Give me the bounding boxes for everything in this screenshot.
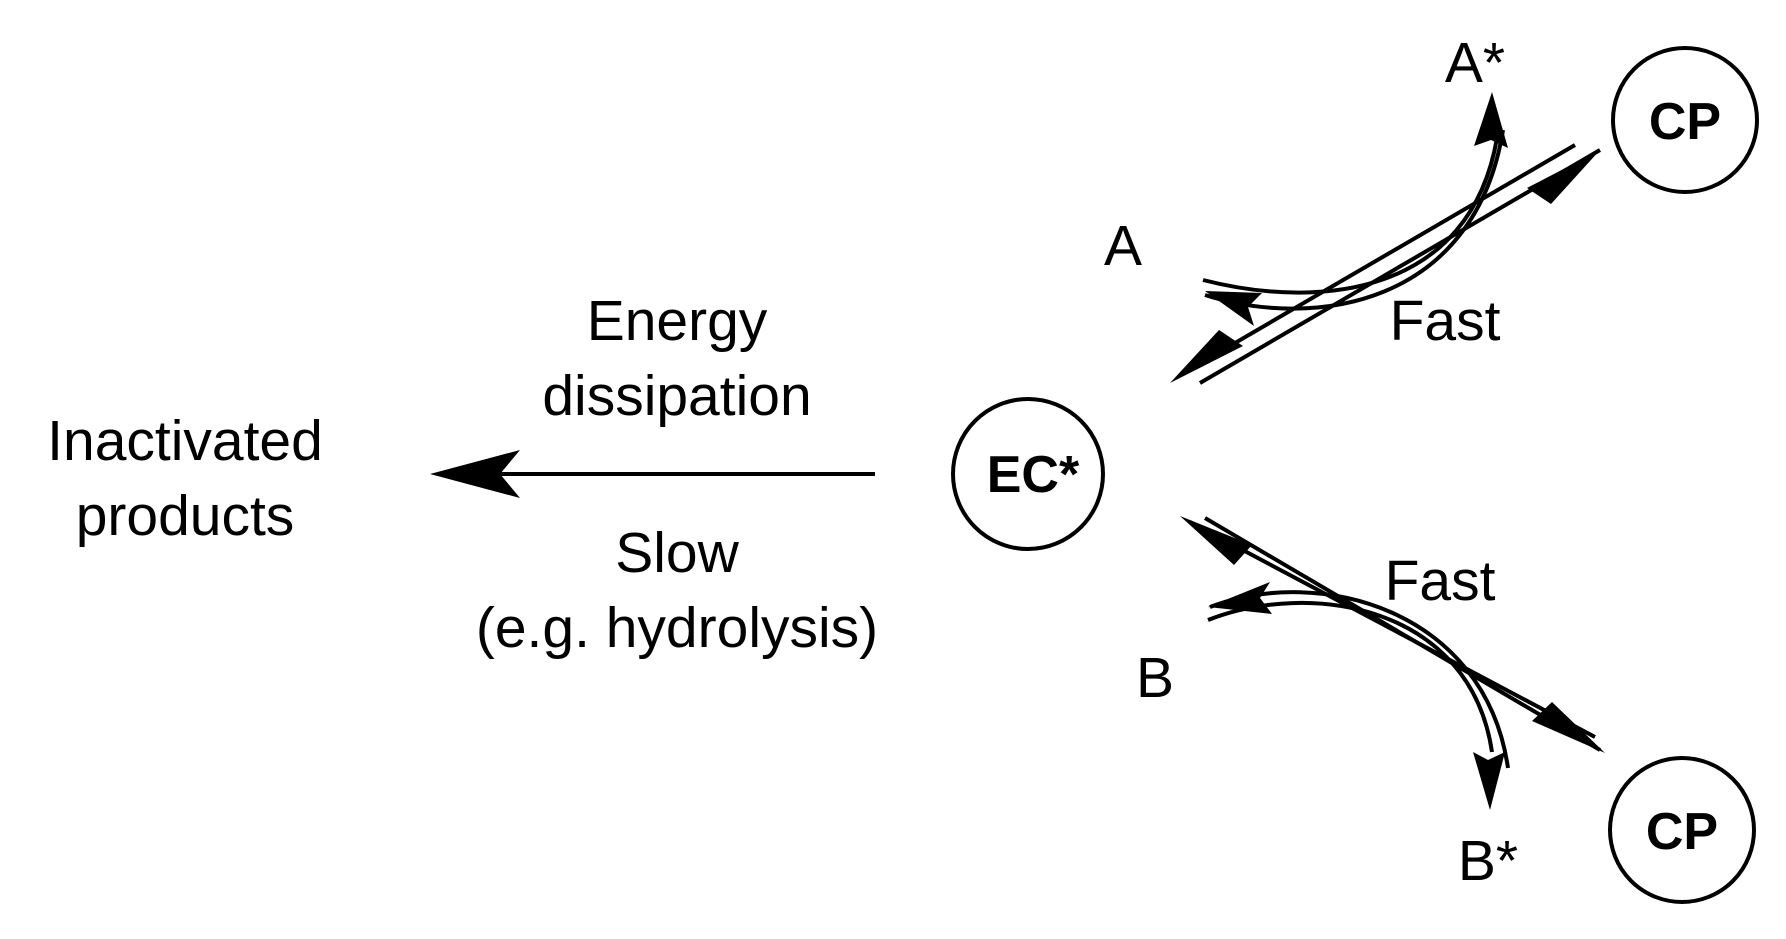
top-reverse-line bbox=[1178, 143, 1577, 377]
product-cp-bottom-label: CP bbox=[1646, 803, 1718, 861]
product-cp-top-node: CP bbox=[1611, 46, 1759, 194]
product-cp-bottom-node: CP bbox=[1608, 756, 1756, 904]
b-star-arrow-head bbox=[1473, 752, 1505, 810]
a-arrow-head bbox=[1205, 291, 1262, 326]
bottom-reverse-line bbox=[1189, 520, 1596, 739]
product-cp-bottom-circle bbox=[1608, 756, 1756, 904]
product-cp-top-circle bbox=[1611, 46, 1759, 194]
b-arrow-head bbox=[1208, 582, 1272, 614]
top-equilibrium-arrows bbox=[1170, 143, 1602, 385]
ec-star-label: EC* bbox=[987, 446, 1080, 504]
b-to-bstar-curve bbox=[1207, 600, 1494, 753]
reactant-a-label: A bbox=[1104, 214, 1142, 278]
a-to-astar-curve bbox=[1202, 137, 1499, 295]
bottom-reverse-head bbox=[1180, 516, 1252, 565]
reactant-b-label: B bbox=[1136, 646, 1174, 710]
top-forward-head bbox=[1527, 150, 1600, 204]
slow-label: Slow bbox=[615, 521, 739, 585]
slow-dissipation-arrow bbox=[430, 450, 875, 498]
ec-star-node: EC* bbox=[951, 397, 1105, 551]
a-star-arrow-head bbox=[1474, 92, 1508, 148]
fast-bottom-label: Fast bbox=[1385, 549, 1496, 613]
product-cp-top-label: CP bbox=[1649, 93, 1721, 151]
fast-top-label: Fast bbox=[1390, 289, 1501, 353]
energy-label: Energy bbox=[587, 289, 768, 353]
reactant-a-star-label: A* bbox=[1445, 31, 1505, 95]
inactivated-label: Inactivated bbox=[47, 409, 323, 473]
ec-star-circle bbox=[951, 397, 1105, 551]
bottom-equilibrium-arrows bbox=[1180, 516, 1605, 753]
dissipation-label: dissipation bbox=[542, 364, 811, 428]
top-reverse-head bbox=[1170, 330, 1243, 383]
products-label: products bbox=[76, 484, 295, 548]
top-curved-arrows bbox=[1202, 92, 1508, 326]
slow-arrow-head bbox=[430, 450, 520, 498]
astar-to-a-curve bbox=[1204, 129, 1505, 311]
hydrolysis-label: (e.g. hydrolysis) bbox=[476, 596, 878, 660]
bottom-curved-arrows bbox=[1207, 582, 1510, 810]
reactant-b-star-label: B* bbox=[1458, 829, 1518, 893]
